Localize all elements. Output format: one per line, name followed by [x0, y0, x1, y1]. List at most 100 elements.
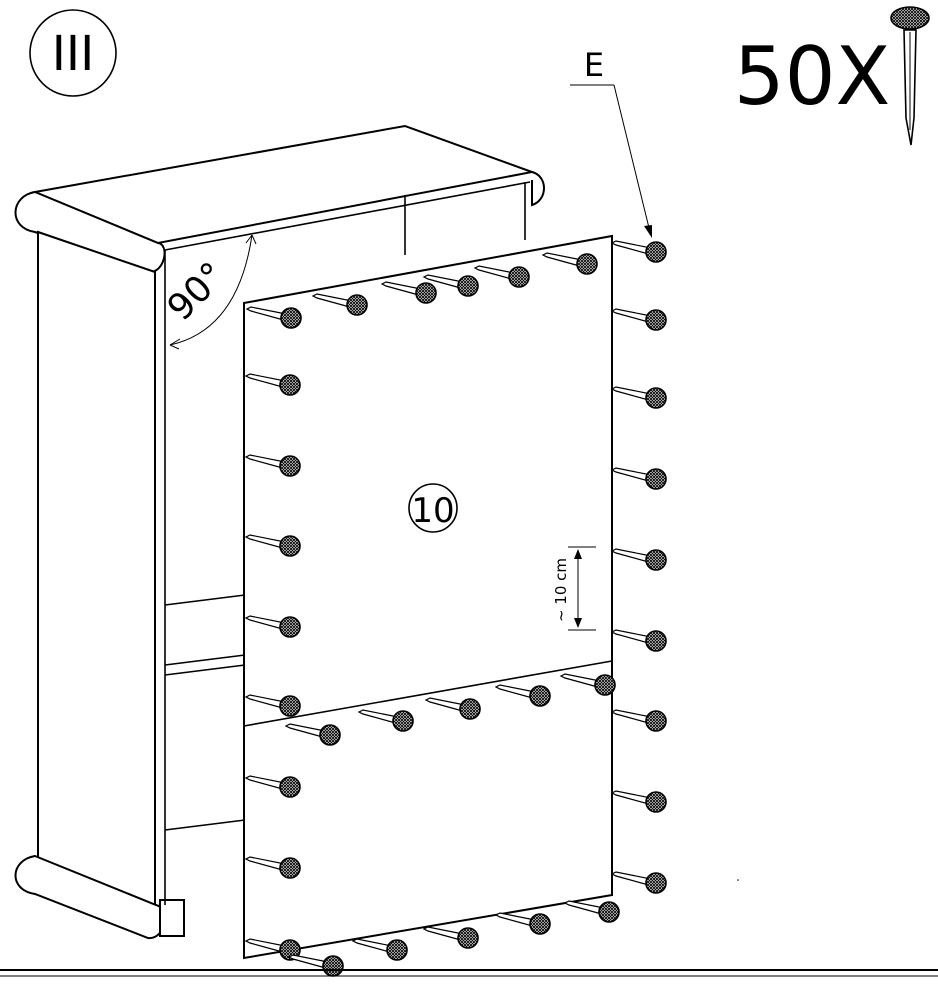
nail-head [645, 387, 667, 409]
nail-icon [284, 723, 341, 746]
nail-head [322, 955, 344, 977]
nail-icon [244, 454, 301, 477]
nail-head [346, 294, 368, 316]
nail-icon [610, 871, 667, 894]
nail-icon [610, 240, 667, 263]
nail-head [280, 307, 302, 329]
nail-shaft [244, 694, 291, 711]
nail-shaft [610, 548, 657, 565]
nail-head [645, 549, 667, 571]
nail-head [645, 872, 667, 894]
nail-icon [422, 926, 479, 949]
nail-head [594, 674, 616, 696]
nail-shaft [610, 709, 657, 726]
step-badge: III [29, 9, 117, 97]
nail-shaft [311, 293, 358, 310]
nail-shaft [610, 790, 657, 807]
nail-shaft [610, 240, 657, 257]
stray-dot [737, 879, 739, 881]
nail-head [459, 698, 481, 720]
cabinet-left-side [37, 230, 156, 907]
nail-icon [610, 790, 667, 813]
nail-shaft [541, 252, 588, 269]
nail-shaft [563, 900, 610, 917]
nail-shaft [422, 926, 469, 943]
nail-shaft [494, 912, 541, 929]
nail-head [645, 710, 667, 732]
cabinet-top-right-edge [531, 171, 545, 207]
nail-icon [380, 281, 437, 304]
nail-shaft [422, 274, 469, 291]
nail-head [279, 776, 301, 798]
nail-icon [563, 900, 620, 923]
nail-group [244, 240, 667, 977]
nail-icon [610, 709, 667, 732]
angle-arc [169, 234, 253, 346]
nail-shaft [424, 697, 471, 714]
nail-icon [311, 293, 368, 316]
nail-shaft [610, 871, 657, 888]
nail-shaft [473, 265, 520, 282]
nail-icon [890, 6, 930, 146]
nail-head [508, 266, 530, 288]
nail-icon [244, 373, 301, 396]
nail-shaft [244, 534, 291, 551]
back-panel: 10 [243, 234, 613, 960]
part-number: 10 [411, 491, 454, 531]
nail-shaft [559, 673, 606, 690]
nail-icon [559, 673, 616, 696]
nail-head [598, 901, 620, 923]
part-badge: 10 [408, 483, 458, 533]
step-badge-circle [29, 9, 117, 97]
nail-shaft [244, 775, 291, 792]
nail-icon [422, 274, 479, 297]
nail-head [392, 710, 414, 732]
callout-arrowhead [644, 225, 652, 238]
nail-icon [541, 252, 598, 275]
nail-icon [244, 694, 301, 717]
nail-icon [610, 467, 667, 490]
nail-shaft [244, 856, 291, 873]
nail-icon-shank [903, 29, 917, 146]
angle-arrow-top [245, 234, 257, 245]
angle-arrow-bottom [169, 338, 181, 350]
nail-icon [424, 697, 481, 720]
nail-icon [244, 534, 301, 557]
angle-indicator: 90° [160, 234, 257, 350]
nail-head [576, 253, 598, 275]
nail-shaft [610, 386, 657, 403]
nail-shaft [244, 454, 291, 471]
cabinet-top-left-edge [14, 190, 166, 274]
nail-icon [245, 306, 302, 329]
cabinet-foot [159, 899, 185, 937]
nail-icon [610, 308, 667, 331]
nail-head [645, 309, 667, 331]
cabinet-shelves [164, 594, 246, 831]
nail-head [645, 630, 667, 652]
nail-icon [244, 775, 301, 798]
hardware-quantity: 50X [734, 6, 930, 146]
nail-shaft [284, 723, 331, 740]
hardware-quantity-label: 50X [734, 30, 891, 123]
nail-head [645, 241, 667, 263]
spacing-label: ~ 10 cm [552, 558, 570, 622]
nail-shaft [244, 373, 291, 390]
nail-shaft [351, 938, 398, 955]
part-badge-circle [408, 483, 458, 533]
nail-shaft [610, 467, 657, 484]
nail-icon [351, 938, 408, 961]
nail-shaft [610, 629, 657, 646]
nail-icon [494, 912, 551, 935]
nail-head [529, 685, 551, 707]
nail-head [279, 857, 301, 879]
nail-head [457, 927, 479, 949]
nail-head [645, 791, 667, 813]
nail-shaft [494, 684, 541, 701]
nail-icon [610, 548, 667, 571]
nail-shaft [244, 938, 291, 955]
hardware-code-label: E [584, 46, 604, 84]
nail-head [279, 374, 301, 396]
nail-head [415, 282, 437, 304]
nail-icon [494, 684, 551, 707]
nail-head [457, 275, 479, 297]
